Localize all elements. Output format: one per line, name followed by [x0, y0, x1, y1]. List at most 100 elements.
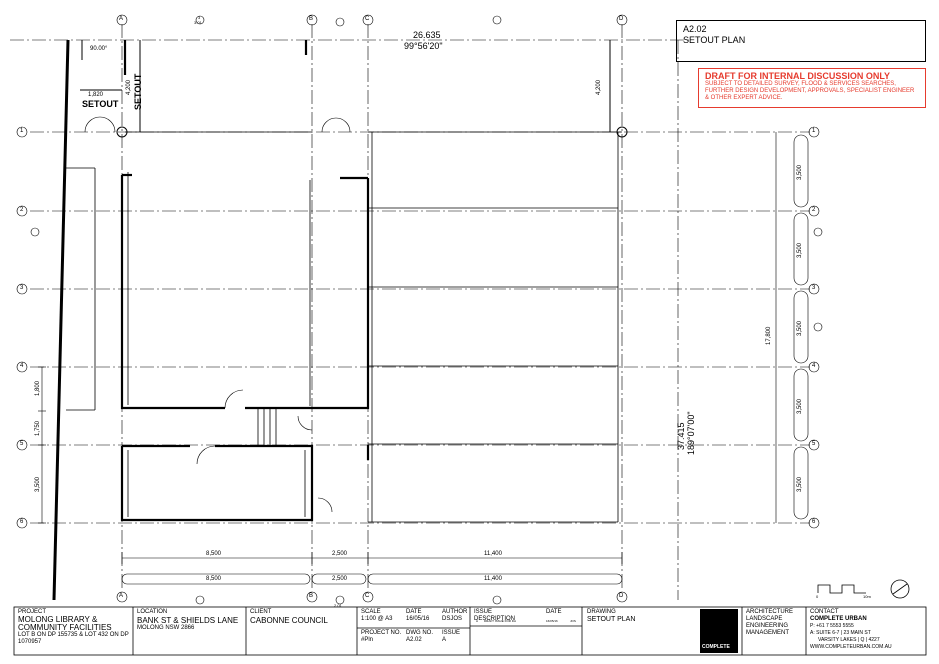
tb-scale-heading: SCALE — [361, 609, 381, 615]
grid-label-6: 6 — [20, 519, 24, 525]
tb-dwg-no: DWG NO. A2.02 — [406, 630, 440, 644]
tb-issue-row-date: 16/05/16 — [546, 619, 558, 623]
tb-issue-row-a: A — [476, 619, 479, 623]
tb-project-heading: PROJECT — [18, 609, 47, 615]
tb-issue-date-heading: DATE — [546, 609, 562, 615]
tb-services: ARCHITECTURE LANDSCAPE ENGINEERING MANAG… — [746, 609, 804, 637]
tb-issue-row-by: JOS — [570, 619, 576, 623]
bottom-dimensions — [121, 552, 623, 585]
tb-scale: SCALE 1:100 @ A3 — [361, 609, 401, 623]
tb-service-1: ARCHITECTURE — [746, 609, 794, 615]
tb-addr-2: VARSITY LAKES | Q | 4227 — [818, 637, 880, 643]
section-markers — [30, 15, 823, 605]
tb-addr-1: SUITE 6-7 | 23 MAIN ST — [816, 630, 871, 636]
left-bay-1: 1,800 — [35, 380, 41, 396]
setout-label-2: SETOUT — [133, 73, 143, 110]
tb-project: PROJECT MOLONG LIBRARY & COMMUNITY FACIL… — [18, 609, 130, 646]
tb-phone-label: P: — [810, 623, 815, 629]
tb-date: DATE 16/05/16 — [406, 609, 440, 623]
site-boundary — [52, 39, 70, 601]
door-swings — [84, 116, 351, 513]
draft-text: SUBJECT TO DETAILED SURVEY, FLOOD & SERV… — [705, 81, 915, 101]
top-bearing: 99°56'20" — [404, 41, 443, 51]
tb-issue-heading: ISSUE — [442, 630, 461, 636]
right-bearing: 189°07'00" — [686, 411, 696, 455]
bottom-dim-2c: 11,400 — [484, 576, 502, 582]
section-ref-a: 3 — [198, 15, 201, 20]
grid-label-d: D — [619, 16, 624, 22]
grid-label-2: 2 — [20, 207, 24, 213]
scale-bar — [817, 579, 910, 599]
tb-drawing: DRAWING SETOUT PLAN — [587, 609, 697, 623]
tb-issue: ISSUE A — [442, 630, 470, 644]
sheet-number: A2.02 — [683, 24, 707, 34]
section-ref-c: 2.01 — [334, 603, 342, 608]
tb-issue-value: A — [442, 637, 447, 643]
tb-author-value: DSJOS — [442, 616, 463, 622]
right-overall: 17,800 — [766, 326, 772, 345]
left-bay-3: 3,500 — [35, 476, 41, 492]
tb-drawing-value: SETOUT PLAN — [587, 616, 636, 623]
tb-project-no: PROJECT NO. #Pln — [361, 630, 403, 644]
left-dimensions — [38, 366, 46, 524]
right-bay-2: 3,500 — [797, 242, 803, 258]
tb-lot: LOT B ON DP 155735 & LOT 432 ON DP 10709… — [18, 632, 129, 645]
tb-client-value: CABONNE COUNCIL — [250, 616, 328, 625]
right-bay-4: 3,500 — [797, 398, 803, 414]
tb-issue-row-desc: DRAFT ISSUE FOR DA — [484, 619, 516, 623]
tb-service-2: LANDSCAPE — [746, 616, 783, 622]
tb-location: LOCATION BANK ST & SHIELDS LANE MOLONG N… — [137, 609, 243, 632]
tb-date-heading: DATE — [406, 609, 422, 615]
draft-title: DRAFT FOR INTERNAL DISCUSSION ONLY — [705, 71, 891, 81]
grid-label-a: A — [119, 16, 124, 22]
tb-phone: +61 7 5553 5555 — [816, 623, 854, 629]
tb-date-value: 16/05/16 — [406, 616, 430, 622]
draft-notice: DRAFT FOR INTERNAL DISCUSSION ONLY SUBJE… — [698, 68, 926, 108]
building-walls — [120, 40, 370, 522]
bottom-dim-1c: 11,400 — [484, 551, 502, 557]
tb-dwg-no-value: A2.02 — [406, 637, 422, 643]
grid-label-3-right: 3 — [812, 285, 816, 291]
tb-project-value: MOLONG LIBRARY & COMMUNITY FACILITIES — [18, 615, 112, 632]
grid-label-4: 4 — [20, 363, 24, 369]
title-block-frame — [13, 606, 927, 656]
tb-service-3: ENGINEERING — [746, 623, 789, 629]
grid-label-1-right: 1 — [812, 128, 816, 134]
right-bay-3: 3,500 — [797, 320, 803, 336]
grid-lines — [10, 24, 810, 600]
grid-label-a-bottom: A — [119, 593, 124, 599]
grid-label-6-right: 6 — [812, 519, 816, 525]
bottom-dim-1a: 8,500 — [206, 551, 222, 557]
grid-label-2-right: 2 — [812, 207, 816, 213]
tb-project-no-value: #Pln — [361, 637, 374, 643]
setout-offset: 1,820 — [88, 92, 104, 98]
right-bay-5: 3,500 — [797, 476, 803, 492]
tb-dwg-no-heading: DWG NO. — [406, 630, 433, 636]
tb-company: COMPLETE URBAN — [810, 616, 867, 622]
grid-label-3: 3 — [20, 285, 24, 291]
section-ref-s: 3.01 — [194, 20, 202, 25]
roof-lines — [66, 131, 622, 523]
tb-addr-label: A: — [810, 630, 815, 636]
setout-v2: 4,200 — [596, 79, 602, 95]
tb-author: AUTHOR DSJOS — [442, 609, 470, 623]
left-bay-2: 1,750 — [35, 420, 41, 436]
company-logo: COMPLETE — [700, 609, 738, 653]
tb-issue-desc-heading: ISSUE DESCRIPTION — [474, 609, 516, 622]
grid-bubbles — [16, 14, 820, 603]
company-logo-text: COMPLETE — [702, 644, 730, 650]
angle-label: 90.00° — [90, 46, 108, 52]
bottom-dim-1b: 2,500 — [332, 551, 348, 557]
grid-label-c: C — [365, 16, 370, 22]
tb-web: WWW.COMPLETEURBAN.COM.AU — [810, 644, 892, 650]
grid-label-d-bottom: D — [619, 593, 624, 599]
tb-service-4: MANAGEMENT — [746, 630, 790, 636]
right-dimensions — [775, 132, 809, 523]
bottom-dim-2a: 8,500 — [206, 576, 222, 582]
grid-label-5: 5 — [20, 441, 24, 447]
right-length: 37.415 — [676, 422, 686, 450]
grid-label-b: B — [309, 16, 314, 22]
tb-location-value-2: MOLONG NSW 2866 — [137, 625, 195, 631]
grid-label-b-bottom: B — [309, 593, 314, 599]
